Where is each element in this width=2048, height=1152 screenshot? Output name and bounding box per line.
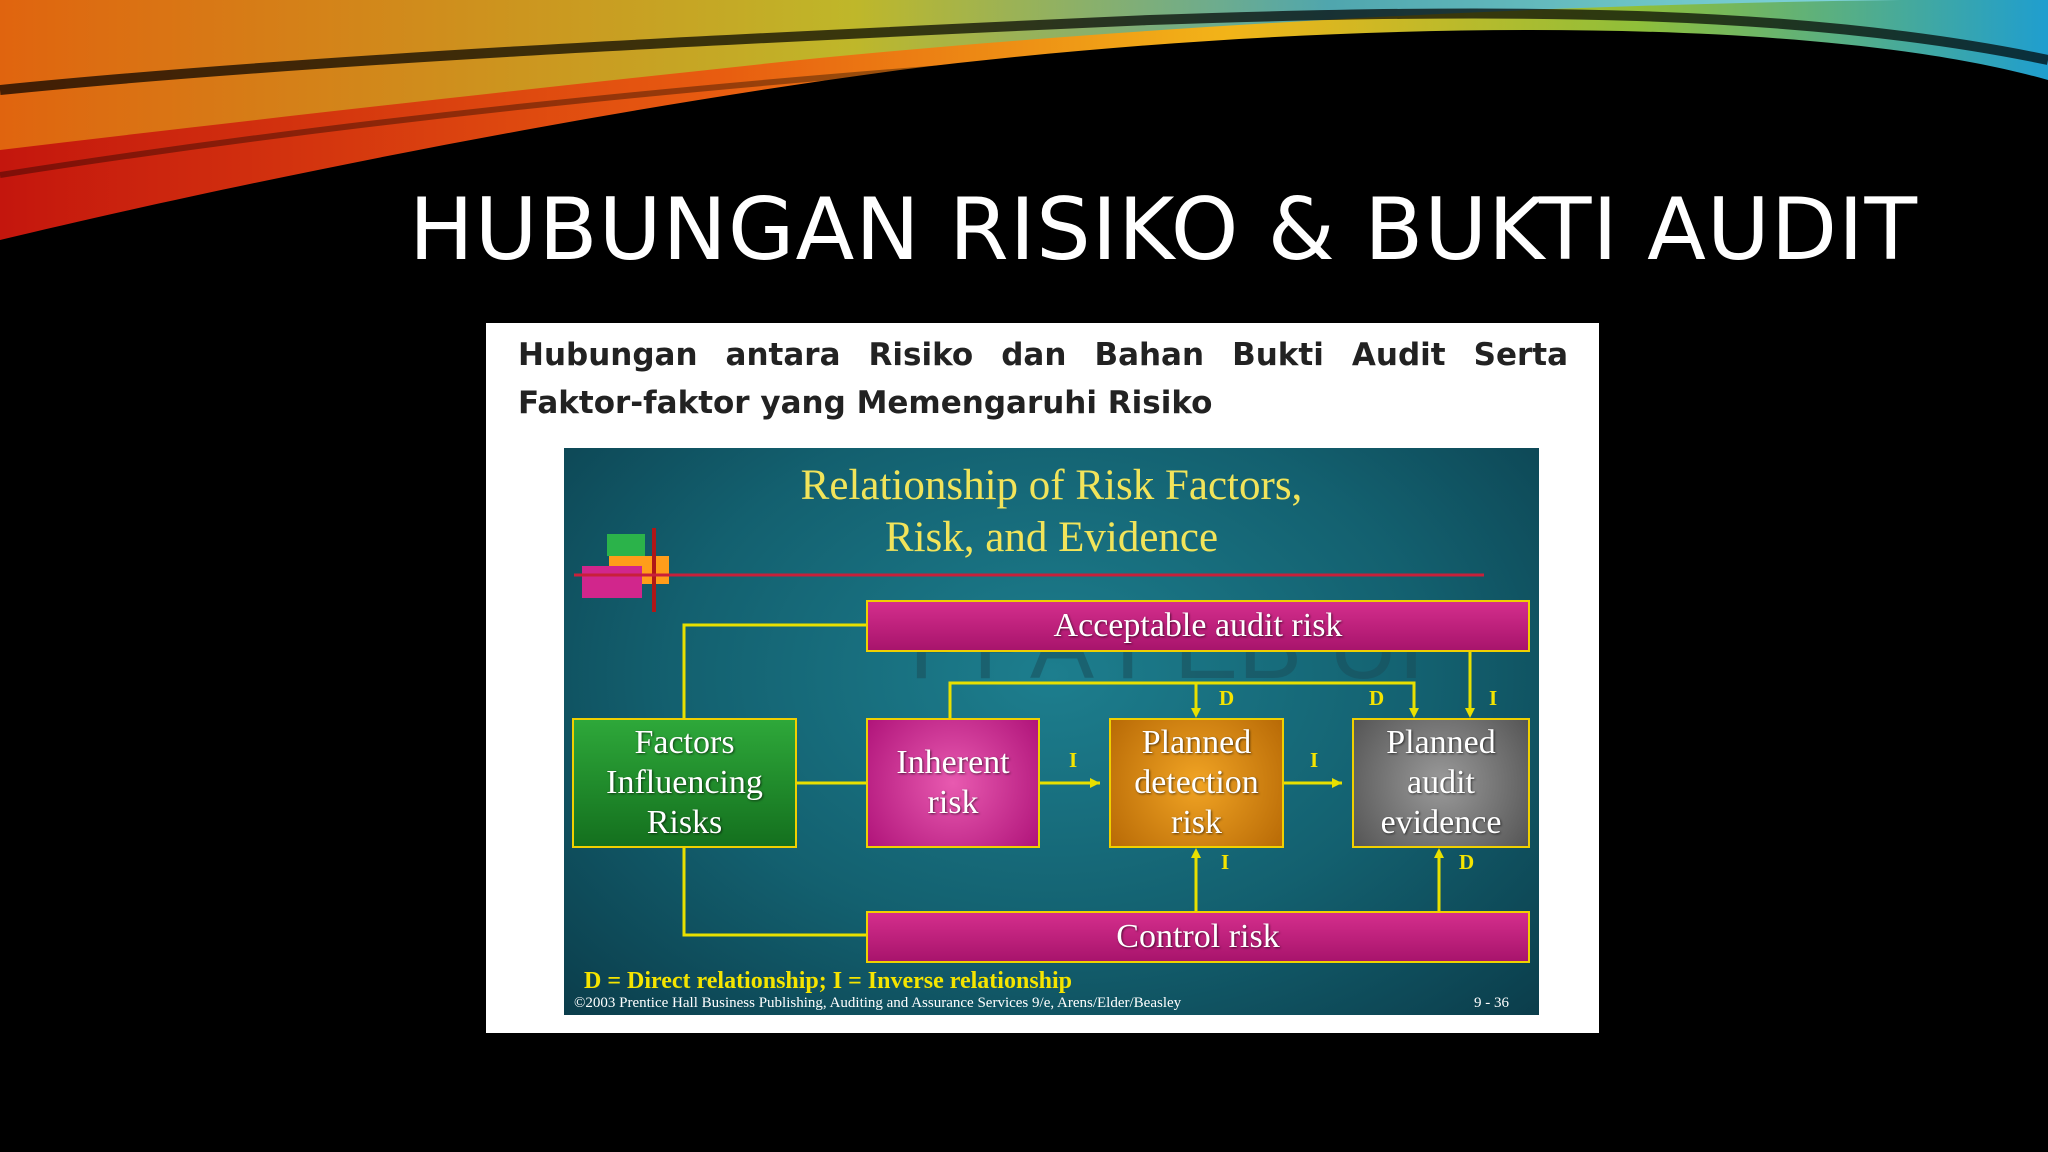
decorative-swoosh-banner <box>0 0 2048 240</box>
legend: D = Direct relationship; I = Inverse rel… <box>584 968 1073 994</box>
copyright-note: ©2003 Prentice Hall Business Publishing,… <box>574 995 1182 1011</box>
card-caption: Hubungan antara Risiko dan Bahan Bukti A… <box>518 337 1568 421</box>
edge-label-detection-evidence: I <box>1310 748 1319 772</box>
diagram-title-line1: Relationship of Risk Factors, <box>800 462 1303 509</box>
control-risk-box: Control risk <box>866 911 1530 963</box>
edge-label-control-detection: I <box>1221 850 1230 874</box>
factors-influencing-risks-box: Factors Influencing Risks <box>572 718 797 848</box>
edge-label-aar-evidence-i: I <box>1489 686 1498 710</box>
image-card: Hubungan antara Risiko dan Bahan Bukti A… <box>486 323 1599 1033</box>
connector-arrowheads <box>1090 708 1475 858</box>
diagram-panel: PPA FEB UI <box>564 448 1539 1015</box>
planned-detection-risk-box: Planned detection risk <box>1109 718 1284 848</box>
page-reference: 9 - 36 <box>1474 995 1509 1011</box>
edge-label-control-evidence: D <box>1459 850 1475 874</box>
planned-audit-evidence-box: Planned audit evidence <box>1352 718 1530 848</box>
connector-lines <box>682 623 1472 937</box>
edge-label-inherent-detection: I <box>1069 748 1078 772</box>
diagram-title-line2: Risk, and Evidence <box>884 514 1219 561</box>
inherent-risk-box: Inherent risk <box>866 718 1040 848</box>
decorative-logo <box>574 528 1484 612</box>
edge-label-aar-evidence-d: D <box>1369 686 1385 710</box>
edge-label-aar-detection: D <box>1219 686 1235 710</box>
acceptable-audit-risk-box: Acceptable audit risk <box>866 600 1530 652</box>
slide-title: HUBUNGAN RISIKO & BUKTI AUDIT <box>408 180 1918 280</box>
